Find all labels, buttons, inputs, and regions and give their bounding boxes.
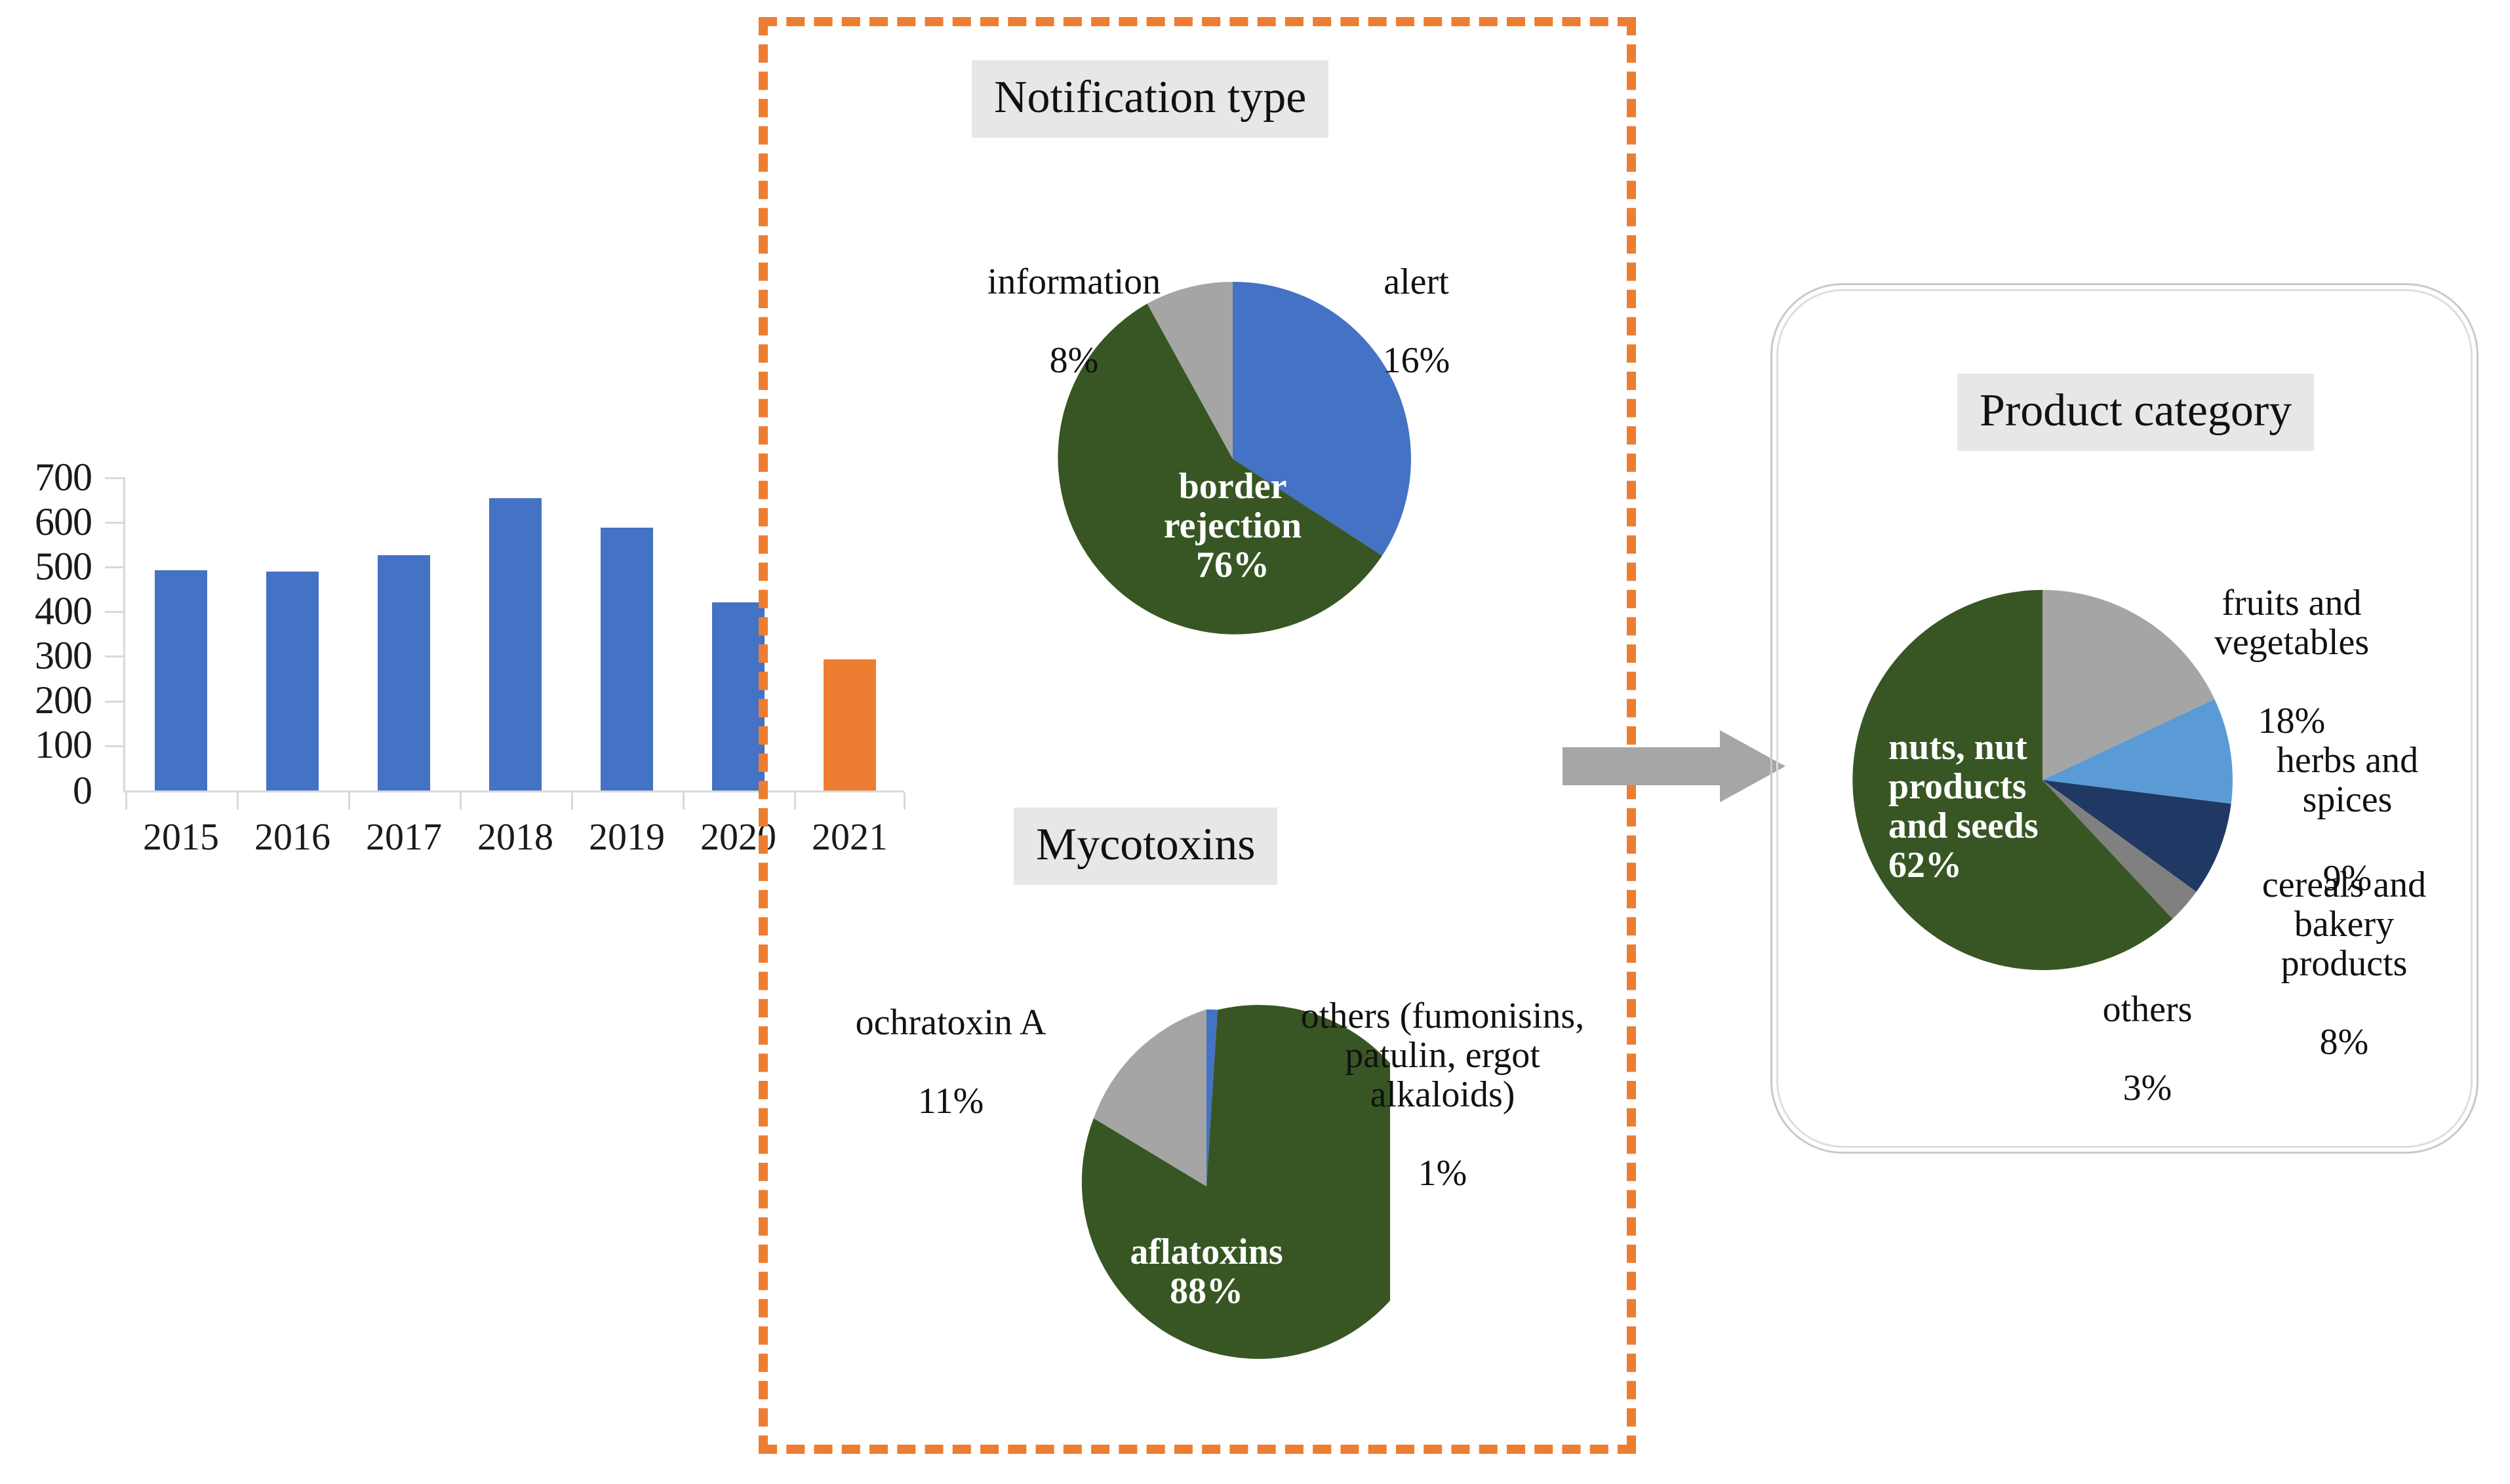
x-label-2018: 2018	[477, 815, 553, 858]
pie-slice-ochratoxin-a-11	[1093, 1009, 1206, 1186]
callout-alert-name: alert	[1384, 262, 1449, 302]
notification-type-pie	[1058, 281, 1411, 635]
bar-slot-2015	[125, 477, 237, 791]
flow-arrow-icon	[1563, 730, 1785, 802]
x-label-2017: 2017	[366, 815, 442, 858]
notification-callout-information: information 8%	[963, 223, 1185, 420]
highlight-dashed-box	[759, 17, 1636, 1454]
callout-others-pct: 1%	[1418, 1153, 1467, 1194]
bar-plot-area	[125, 477, 906, 791]
notifications-by-year-bar-chart: 700 600 500 400 300 200 100 0	[0, 452, 931, 924]
callout-product-others-name: others	[2102, 989, 2193, 1030]
callout-cereals-name: cereals and bakery products	[2261, 865, 2427, 984]
notification-callout-alert: alert 16%	[1331, 223, 1502, 420]
pie-slice-fruits-vegetables-18	[2042, 590, 2215, 780]
mycotoxins-pie-slices	[1081, 1005, 1390, 1359]
mycotoxins-pie	[1081, 1005, 1390, 1359]
product-category-pie	[1852, 590, 2233, 970]
bar-slot-2016	[237, 477, 348, 791]
callout-ochratoxin-pct: 11%	[917, 1081, 984, 1122]
notification-pie-slices	[1058, 281, 1411, 635]
pie-slice-alert-16	[1233, 281, 1411, 556]
y-tick-mark-200	[105, 701, 123, 703]
x-tick-mark-7	[904, 792, 906, 810]
x-tick-mark-0	[125, 792, 127, 810]
mycotoxins-callout-ochratoxin: ochratoxin A 11%	[820, 964, 1082, 1160]
x-label-2019: 2019	[589, 815, 665, 858]
y-tick-label-100: 100	[35, 723, 92, 766]
x-tick-mark-3	[460, 792, 462, 810]
callout-product-others-pct: 3%	[2122, 1068, 2172, 1108]
product-category-card-inner-border	[1776, 289, 2473, 1148]
bar-2018	[489, 498, 542, 791]
pie-slice-cereals-bakery-8	[2042, 780, 2231, 892]
x-label-2021: 2021	[812, 815, 888, 858]
product-category-title: Product category	[1957, 374, 2315, 451]
bar-slot-2018	[460, 477, 571, 791]
x-tick-mark-5	[683, 792, 685, 810]
y-tick-label-0: 0	[73, 769, 92, 812]
pie-slice-herbs-spices-9	[2042, 699, 2233, 804]
notification-inner-label-border-rejection: border rejection 76%	[1163, 466, 1302, 585]
x-tick-mark-1	[237, 792, 239, 810]
pie-slice-aflatoxins-88	[1081, 1005, 1390, 1359]
mycotoxins-callout-others: others (fumonisins, patulin, ergot alkal…	[1272, 957, 1613, 1232]
pie-slice-border-rejection-76	[1058, 303, 1382, 635]
x-tick-mark-4	[571, 792, 573, 810]
y-tick-mark-100	[105, 745, 123, 747]
callout-herbs-pct: 9%	[2322, 858, 2372, 899]
bar-2020	[712, 602, 765, 791]
bar-slot-2019	[571, 477, 683, 791]
product-callout-fruits-vegetables: fruits and vegetables 18%	[2164, 544, 2420, 780]
bar-2015	[155, 570, 207, 791]
y-tick-mark-600	[105, 522, 123, 524]
pie-slice-information-8	[1147, 281, 1233, 459]
pie-slice-others-1	[1206, 1009, 1218, 1186]
callout-information-name: information	[987, 262, 1161, 302]
y-tick-label-200: 200	[35, 678, 92, 722]
y-tick-label-400: 400	[35, 589, 92, 633]
bar-2021	[824, 659, 876, 791]
bar-slot-2021	[794, 477, 906, 791]
y-tick-label-700: 700	[35, 456, 92, 499]
callout-others-name: others (fumonisins, patulin, ergot alkal…	[1300, 996, 1585, 1115]
y-tick-mark-700	[105, 477, 123, 479]
y-tick-mark-400	[105, 611, 123, 613]
x-axis-line	[123, 791, 904, 792]
callout-alert-pct: 16%	[1382, 340, 1450, 381]
pie-slice-nuts-seeds-62	[1852, 590, 2173, 970]
bar-slot-2020	[683, 477, 794, 791]
x-tick-mark-6	[794, 792, 796, 810]
callout-fruits-name: fruits and vegetables	[2214, 583, 2370, 663]
notification-type-title: Notification type	[972, 60, 1329, 138]
product-callout-others: others 3%	[2046, 950, 2249, 1147]
y-tick-label-500: 500	[35, 545, 92, 588]
product-category-card	[1770, 283, 2479, 1154]
callout-information-pct: 8%	[1049, 340, 1099, 381]
y-tick-label-600: 600	[35, 500, 92, 543]
bar-2016	[266, 572, 319, 791]
x-tick-mark-2	[348, 792, 350, 810]
product-callout-cereals-bakery: cereals and bakery products 8%	[2216, 826, 2472, 1101]
mycotoxins-title: Mycotoxins	[1014, 808, 1278, 885]
x-label-2016: 2016	[254, 815, 330, 858]
y-axis-line	[123, 477, 125, 792]
bar-slot-2017	[348, 477, 460, 791]
pie-slice-others-3	[2042, 780, 2197, 919]
callout-fruits-pct: 18%	[2258, 701, 2326, 741]
product-category-pie-slices	[1852, 590, 2233, 970]
callout-cereals-pct: 8%	[2319, 1022, 2369, 1063]
y-tick-label-300: 300	[35, 634, 92, 677]
callout-ochratoxin-name: ochratoxin A	[855, 1002, 1046, 1043]
product-callout-herbs-spices: herbs and spices 9%	[2223, 701, 2472, 937]
product-inner-label-nuts-seeds: nuts, nut products and seeds 62%	[1888, 727, 2039, 886]
x-label-2015: 2015	[143, 815, 219, 858]
bar-2019	[601, 528, 653, 791]
y-tick-mark-500	[105, 566, 123, 568]
callout-herbs-name: herbs and spices	[2276, 740, 2419, 820]
bar-2017	[378, 555, 430, 791]
y-tick-mark-300	[105, 655, 123, 657]
mycotoxins-inner-label-aflatoxins: aflatoxins 88%	[1130, 1232, 1283, 1312]
